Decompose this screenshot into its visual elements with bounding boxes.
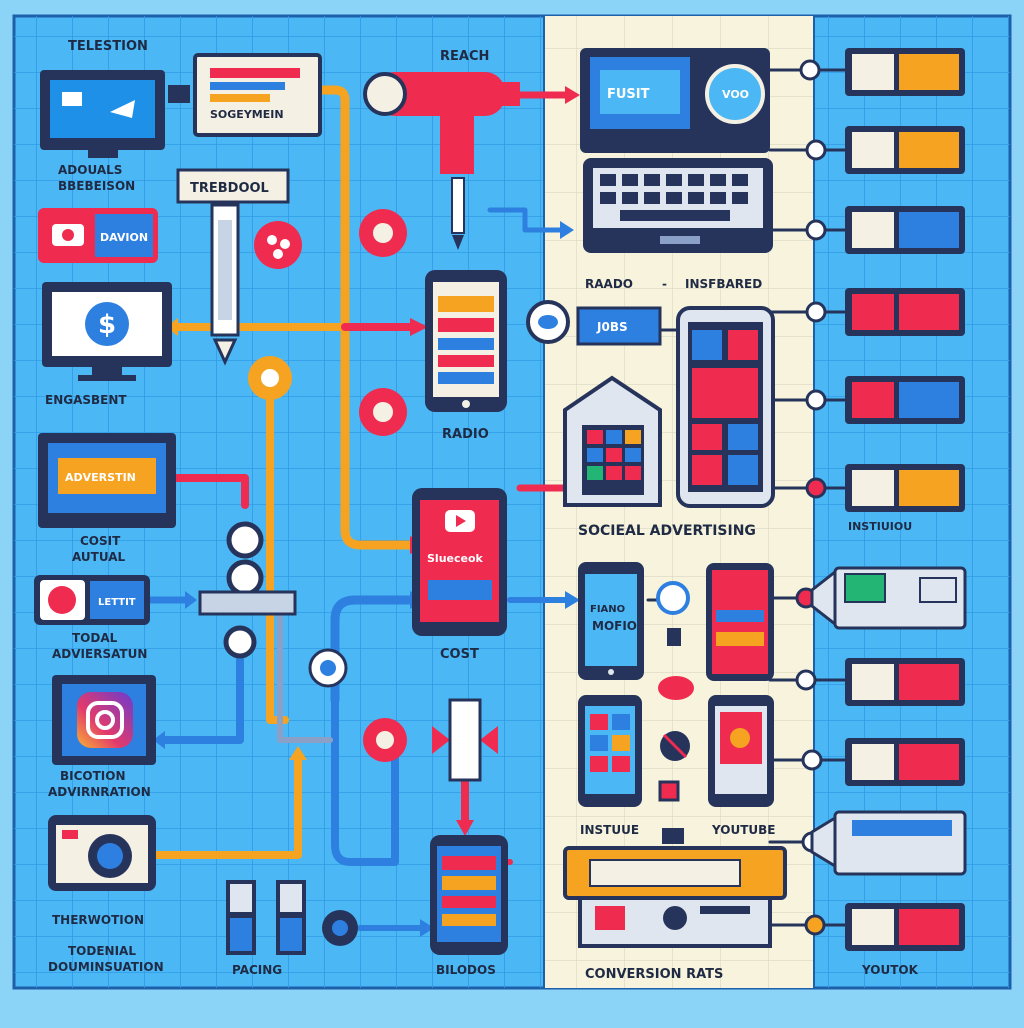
jobs-badge[interactable]: [576, 306, 662, 346]
label-youtube-card: Slueceok: [427, 552, 484, 565]
meter-gauge: [210, 203, 240, 366]
label-youtok: YOUTOK: [861, 963, 919, 977]
channel-card-7[interactable]: [810, 566, 967, 630]
channel-card-3[interactable]: [845, 206, 965, 254]
label-pacing: PACING: [232, 963, 282, 977]
label-instiuiou: INSTIUIOU: [848, 520, 912, 533]
label-davion: DAVION: [100, 231, 148, 244]
television-icon[interactable]: [40, 70, 165, 158]
badge-icons: [248, 209, 407, 946]
label-engagement: ENGASBENT: [45, 393, 127, 407]
camera-icon[interactable]: [48, 815, 156, 891]
label-cosit: COSIT: [80, 534, 121, 548]
channel-card-10[interactable]: [810, 810, 967, 876]
channel-card-6[interactable]: [845, 464, 965, 512]
phone-red[interactable]: [706, 563, 774, 681]
channel-card-9[interactable]: [845, 738, 965, 786]
label-bilodos: BILODOS: [436, 963, 496, 977]
label-voo: VOO: [722, 88, 749, 101]
instagram-icon[interactable]: [52, 675, 156, 765]
channel-card-5[interactable]: [845, 376, 965, 424]
label-raado: RAADO: [585, 277, 633, 291]
laptop-icon[interactable]: [583, 158, 773, 253]
label-todal: TODAL: [72, 631, 118, 645]
label-phone-fiano: FIANO: [590, 604, 625, 615]
label-social-advertising: SOCIEAL ADVERTISING: [578, 523, 756, 539]
label-advernsation: ADVIRNRATION: [48, 785, 151, 799]
sogeymein-panel: [193, 53, 322, 137]
trebdool-sign: [176, 168, 290, 204]
label-bbebeison: BBEBEISON: [58, 179, 135, 193]
channel-card-11[interactable]: [845, 903, 965, 951]
label-lettit: LETTIT: [98, 597, 136, 608]
tag-building: [563, 375, 662, 507]
bilodos-phone[interactable]: [430, 835, 508, 955]
adverstin-monitor[interactable]: [38, 433, 176, 528]
smartphone-icon[interactable]: [425, 270, 507, 412]
youtube-phone[interactable]: [412, 488, 507, 636]
phone-fiano[interactable]: [578, 562, 644, 680]
label-todenial: TODENIAL: [68, 944, 136, 958]
dollar-monitor[interactable]: $: [42, 282, 172, 381]
channel-card-8[interactable]: [845, 658, 965, 706]
label-phone-mofio: MOFIO: [592, 619, 637, 633]
label-youtube: YOUTUBE: [711, 823, 775, 837]
computer-monitor[interactable]: [580, 48, 770, 153]
pacing-devices: [226, 880, 306, 955]
label-therwotion: THERWOTION: [52, 913, 144, 927]
lettit-card[interactable]: [34, 575, 150, 625]
phone-youtube[interactable]: [708, 695, 774, 807]
channel-card-1[interactable]: [845, 48, 965, 96]
label-adverstin: ADVERSTIN: [65, 471, 136, 484]
connector-clip: [432, 698, 498, 782]
label-fusit: FUSIT: [607, 87, 650, 102]
dollar-icon: $: [98, 310, 116, 340]
label-conversion-rates: CONVERSION RATS: [585, 967, 723, 982]
davion-card[interactable]: [38, 208, 158, 263]
label-adouals: ADOUALS: [58, 163, 122, 177]
label-insfbared: INSFBARED: [685, 277, 762, 291]
label-cost: COST: [440, 647, 479, 662]
phone-instuue[interactable]: [578, 695, 642, 807]
label-television: TELESTION: [68, 39, 148, 54]
text-labels: TELESTION REACH SOGEYMEIN ADOUALS BBEBEI…: [45, 39, 919, 982]
label-autual: AUTUAL: [72, 550, 126, 564]
channel-card-2[interactable]: [845, 126, 965, 174]
tablet-icon[interactable]: [676, 306, 775, 508]
conversion-device[interactable]: [563, 846, 787, 948]
label-sogeymein: SOGEYMEIN: [210, 108, 284, 121]
label-douminsuation: DOUMINSUATION: [48, 960, 164, 974]
label-instuue: INSTUUE: [580, 823, 639, 837]
label-reach: REACH: [440, 49, 489, 64]
label-trebdool: TREBDOOL: [190, 181, 269, 196]
valve-cluster: [198, 521, 297, 659]
label-adviersation: ADVIERSATUN: [52, 647, 147, 661]
label-radio: RADIO: [442, 427, 489, 442]
label-bicotion: BICOTION: [60, 769, 126, 783]
channel-card-4[interactable]: [845, 288, 965, 336]
megaphone-icon[interactable]: [363, 72, 520, 250]
label-dash: -: [662, 277, 667, 291]
label-jobs: J0BS: [596, 320, 628, 334]
